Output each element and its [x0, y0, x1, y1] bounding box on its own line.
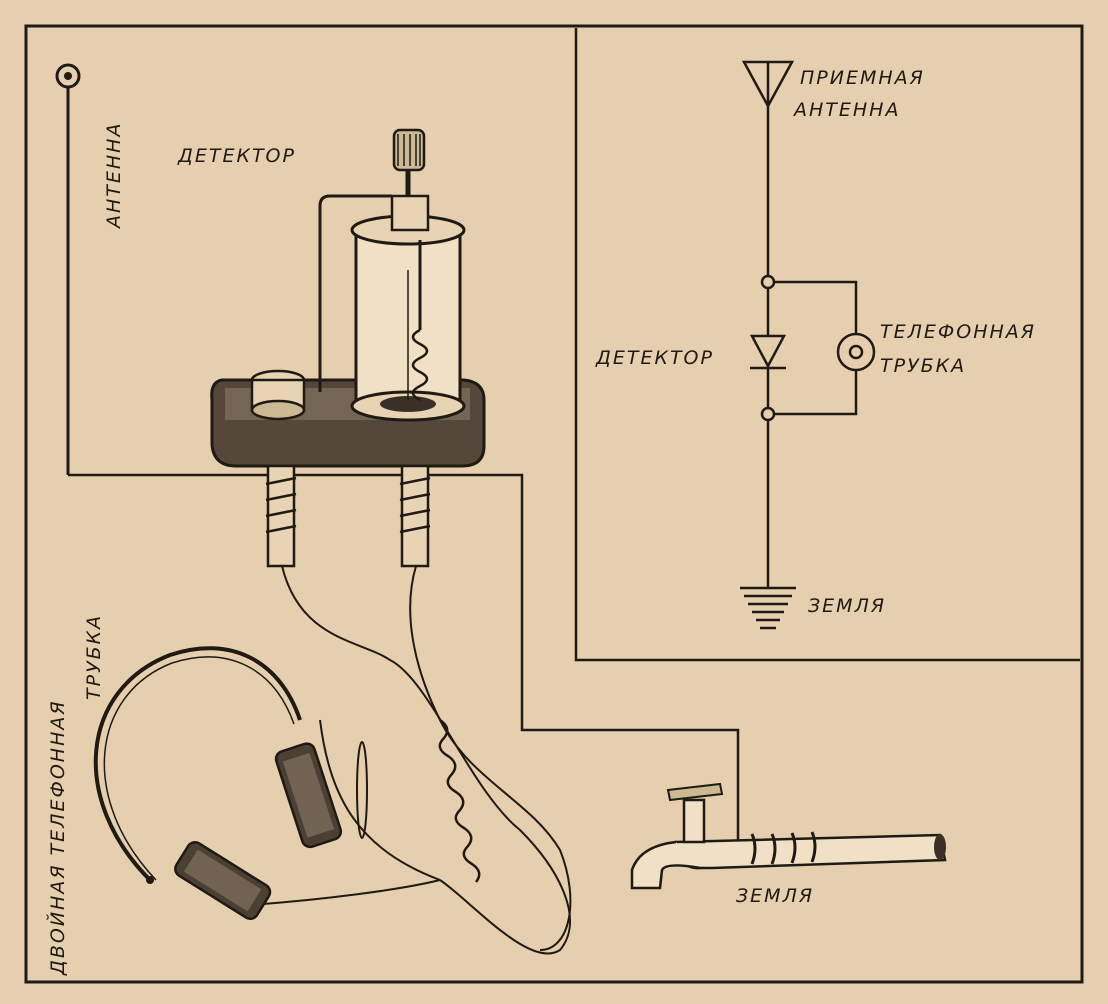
detector-bridge-wire [318, 194, 392, 392]
water-tap-icon [630, 782, 947, 890]
earth-label: ЗЕМЛЯ [736, 885, 814, 907]
phones-label-line2: ТРУБКА [83, 614, 105, 700]
twisted-cord [438, 718, 481, 883]
detector-pins-icon [265, 464, 431, 568]
antenna-rod-icon [55, 63, 81, 475]
headphones-icon [93, 646, 368, 920]
detector-label: ДЕТЕКТОР [177, 145, 296, 167]
schematic-diagram [740, 60, 876, 630]
antenna-label: АНТЕННА [103, 122, 125, 230]
schematic-antenna-label-2: АНТЕННА [792, 99, 900, 121]
phone-cord-left [281, 565, 571, 955]
earth-symbol-icon [740, 586, 796, 630]
schematic-phone-label-1: ТЕЛЕФОННАЯ [880, 321, 1036, 343]
phone-cord-right [409, 565, 572, 951]
detector-symbol-icon [749, 334, 787, 369]
phones-label-line1: ДВОЙНАЯ ТЕЛЕФОННАЯ [46, 699, 69, 976]
phone-symbol-icon [836, 332, 876, 372]
schematic-detector-label: ДЕТЕКТОР [595, 347, 714, 369]
schematic-inset-frame [574, 28, 1080, 662]
detector-cylinder-icon [350, 128, 466, 422]
schematic-earth-label: ЗЕМЛЯ [808, 595, 886, 617]
antenna-earth-wire [68, 473, 740, 842]
schematic-phone-label-2: ТРУБКА [880, 355, 966, 377]
schematic-antenna-label-1: ПРИЕМНАЯ [800, 67, 925, 89]
outer-frame [24, 24, 1084, 984]
